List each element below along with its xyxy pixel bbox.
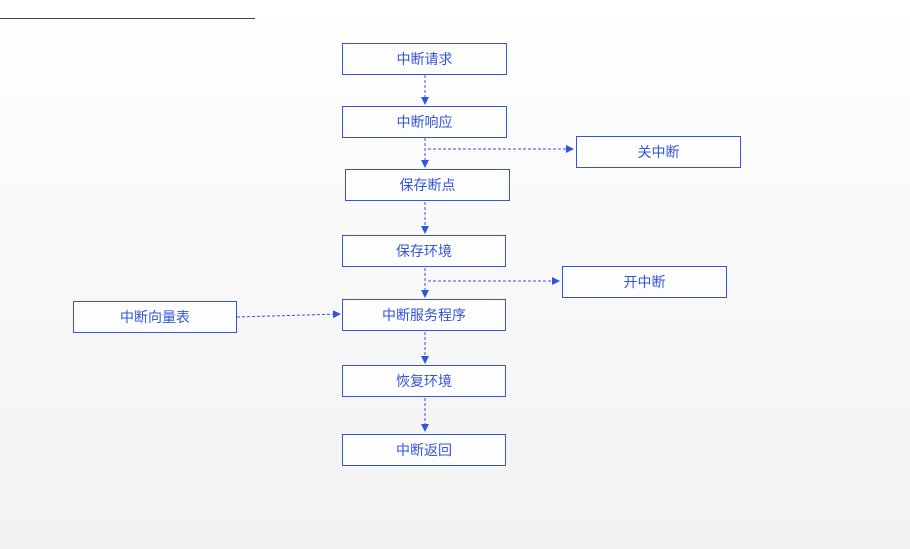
header-divider	[0, 18, 255, 19]
node-save-breakpoint: 保存断点	[345, 169, 510, 201]
node-interrupt-request: 中断请求	[342, 43, 507, 75]
node-interrupt-response: 中断响应	[342, 106, 507, 138]
arrow-vector-isr	[236, 310, 341, 319]
node-service-routine: 中断服务程序	[342, 299, 506, 331]
node-disable-interrupt: 关中断	[576, 136, 741, 168]
node-enable-interrupt: 开中断	[562, 266, 727, 298]
node-vector-table: 中断向量表	[73, 301, 237, 333]
node-interrupt-return: 中断返回	[342, 434, 506, 466]
node-save-environment: 保存环境	[342, 235, 506, 267]
node-restore-environment: 恢复环境	[342, 365, 506, 397]
